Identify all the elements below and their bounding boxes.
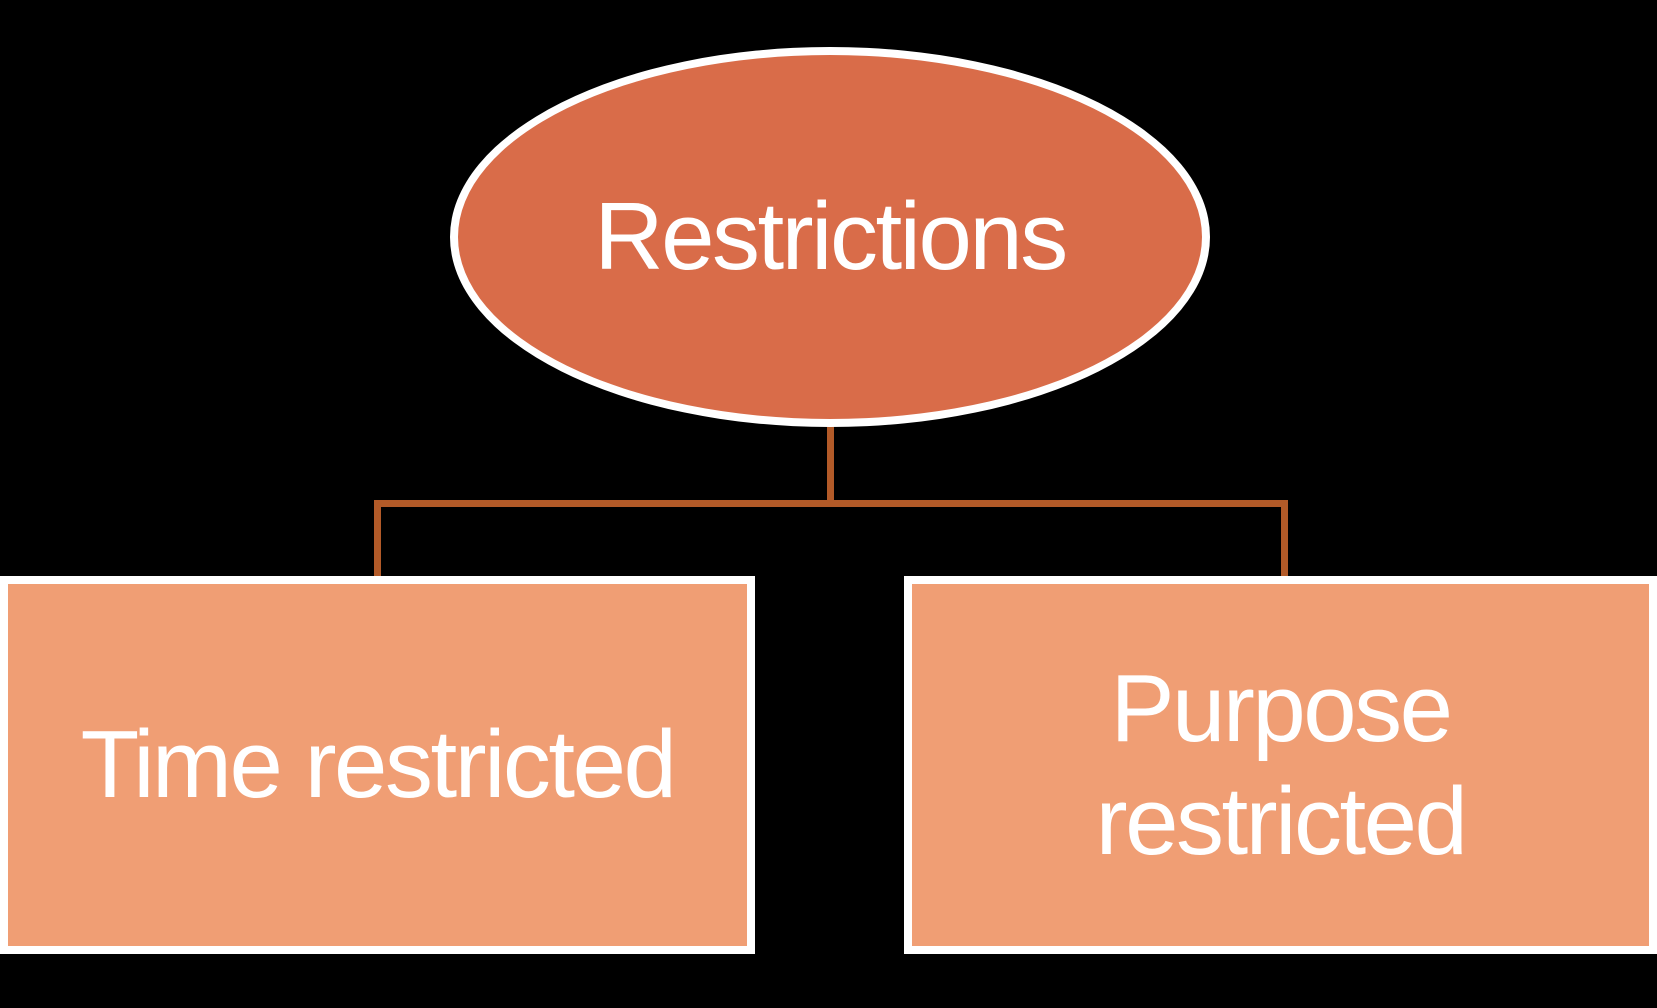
connector-left-drop bbox=[374, 505, 381, 579]
child-node-purpose-restricted: Purpose restricted bbox=[904, 576, 1657, 954]
connector-root-stem bbox=[827, 420, 834, 504]
child-node-label: Time restricted bbox=[80, 711, 677, 819]
child-node-time-restricted: Time restricted bbox=[0, 576, 755, 954]
child-node-label: Purpose restricted bbox=[1095, 654, 1468, 875]
root-node-restrictions: Restrictions bbox=[450, 47, 1210, 427]
connector-right-drop bbox=[1281, 505, 1288, 581]
root-node-label: Restrictions bbox=[594, 183, 1068, 291]
connector-horizontal-bar bbox=[374, 500, 1288, 507]
